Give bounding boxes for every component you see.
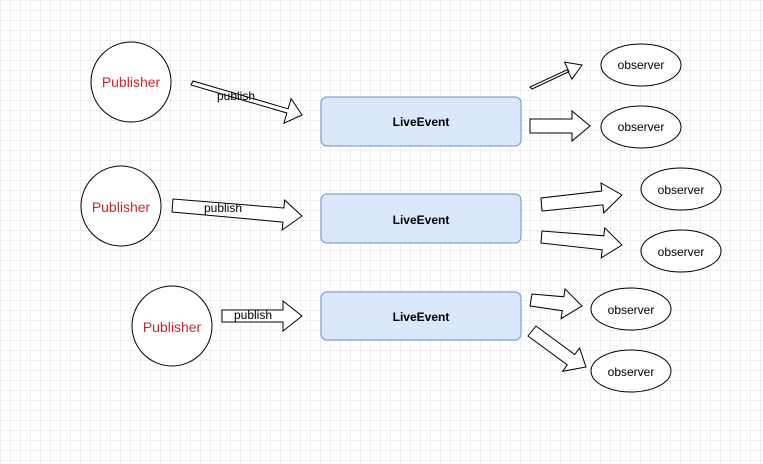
publisher-label-2: Publisher	[92, 199, 151, 215]
observer-arrow-3b[interactable]	[527, 325, 587, 373]
row-1: Publisher publish LiveEvent observer obs…	[90, 41, 682, 149]
observer-label-2b: observer	[658, 245, 705, 259]
live-event-label-1: LiveEvent	[393, 115, 450, 129]
publish-label-2: publish	[204, 201, 242, 215]
observer-arrow-1b[interactable]	[529, 109, 591, 143]
observer-arrow-1a[interactable]	[529, 61, 583, 90]
observer-label-3a: observer	[608, 303, 655, 317]
publish-arrow-2[interactable]	[171, 198, 303, 232]
live-event-label-3: LiveEvent	[393, 310, 450, 324]
live-event-node-1[interactable]	[320, 96, 522, 147]
row-3: Publisher publish LiveEvent observer obs…	[131, 285, 672, 393]
observer-node-2a[interactable]	[640, 167, 722, 211]
publisher-node-1[interactable]	[90, 41, 172, 123]
live-event-label-2: LiveEvent	[393, 213, 450, 227]
observer-node-1b[interactable]	[600, 105, 682, 149]
observer-label-1b: observer	[618, 120, 665, 134]
publisher-label-1: Publisher	[102, 74, 161, 90]
observer-node-3a[interactable]	[590, 287, 672, 331]
observer-node-1a[interactable]	[600, 43, 682, 87]
observer-arrow-3a[interactable]	[529, 287, 583, 320]
observer-arrow-2a[interactable]	[540, 182, 623, 214]
observer-arrow-2b[interactable]	[540, 226, 623, 259]
publisher-node-2[interactable]	[80, 165, 162, 247]
publish-label-3: publish	[234, 308, 272, 322]
observer-label-2a: observer	[658, 183, 705, 197]
observer-node-3b[interactable]	[590, 349, 672, 393]
publish-label-1: publish	[217, 89, 255, 103]
observer-node-2b[interactable]	[640, 229, 722, 273]
publisher-node-3[interactable]	[131, 285, 213, 367]
live-event-node-2[interactable]	[320, 193, 522, 244]
publish-arrow-3[interactable]	[221, 299, 303, 333]
live-event-node-3[interactable]	[320, 291, 522, 341]
row-2: Publisher publish LiveEvent observer obs…	[80, 165, 722, 273]
publish-arrow-1[interactable]	[190, 80, 303, 125]
observer-label-1a: observer	[618, 58, 665, 72]
observer-label-3b: observer	[608, 365, 655, 379]
publisher-label-3: Publisher	[143, 319, 202, 335]
